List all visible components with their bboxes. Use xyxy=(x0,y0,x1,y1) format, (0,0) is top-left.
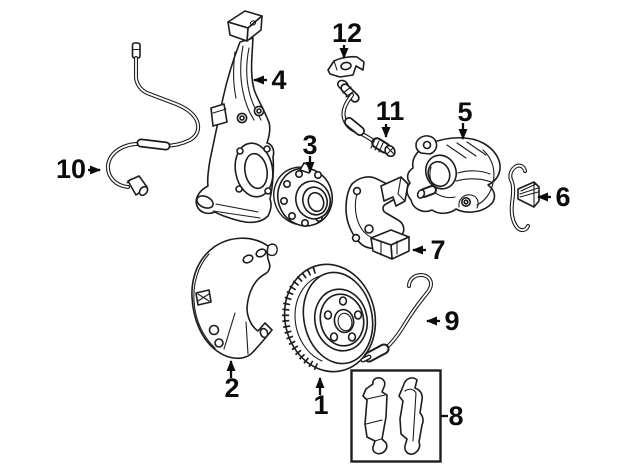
brake-caliper-drawing xyxy=(406,135,501,215)
callout-label-9[interactable]: 9 xyxy=(444,306,459,336)
callout-1[interactable]: 1 xyxy=(313,377,329,420)
splash-shield-drawing xyxy=(191,237,278,360)
callout-12[interactable]: 12 xyxy=(332,18,362,59)
callout-label-6[interactable]: 6 xyxy=(555,182,570,212)
brake-pad-set-drawing xyxy=(350,369,442,463)
callout-4[interactable]: 4 xyxy=(253,65,287,95)
callout-label-8[interactable]: 8 xyxy=(448,401,463,431)
callout-label-1[interactable]: 1 xyxy=(313,390,328,420)
callout-11[interactable]: 11 xyxy=(376,96,405,138)
callout-label-12[interactable]: 12 xyxy=(332,18,362,48)
callout-9[interactable]: 9 xyxy=(426,306,460,336)
callout-6[interactable]: 6 xyxy=(537,182,571,212)
callout-label-7[interactable]: 7 xyxy=(430,235,445,265)
callout-3[interactable]: 3 xyxy=(302,130,318,173)
callout-label-5[interactable]: 5 xyxy=(457,97,472,127)
wheel-hub-bearing-drawing xyxy=(273,162,333,228)
wear-sensor-wire-drawing xyxy=(360,273,433,363)
caliper-bracket-drawing xyxy=(345,176,410,260)
callout-label-10[interactable]: 10 xyxy=(56,154,86,184)
callout-label-3[interactable]: 3 xyxy=(302,130,317,160)
callout-label-4[interactable]: 4 xyxy=(271,65,286,95)
brake-hose-drawing xyxy=(336,79,396,158)
steering-knuckle-drawing xyxy=(195,10,275,224)
callout-label-11[interactable]: 11 xyxy=(376,96,405,126)
callout-2[interactable]: 2 xyxy=(224,360,240,403)
callout-label-2[interactable]: 2 xyxy=(224,373,239,403)
callout-5[interactable]: 5 xyxy=(457,97,473,140)
callout-10[interactable]: 10 xyxy=(56,154,101,184)
callout-7[interactable]: 7 xyxy=(412,235,446,265)
hose-bracket-drawing xyxy=(327,55,365,78)
callout-8[interactable]: 8 xyxy=(441,401,464,431)
abs-sensor-cable-drawing xyxy=(105,42,201,197)
pad-retaining-clip-drawing xyxy=(508,163,540,233)
brake-rotor-drawing xyxy=(282,263,377,373)
